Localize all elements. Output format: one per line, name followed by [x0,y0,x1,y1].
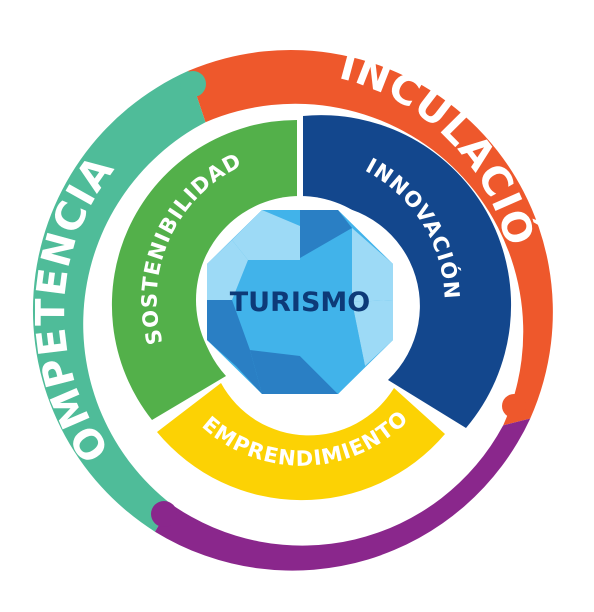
center-gem: TURISMO [196,196,404,404]
outer-segment-vinculacion [188,49,553,426]
puzzle-tab-top [180,71,206,97]
outer-segment-competencias [32,70,206,532]
outer-ring [32,49,553,571]
center-label: TURISMO [230,287,370,318]
inner-segment-emprendimiento [157,383,445,501]
puzzle-tab-bottom-left [151,501,177,527]
outer-label-competencias: COMPETENCIAS [0,0,123,470]
inner-segment-innovacion [303,115,512,429]
puzzle-tab-right [502,394,526,418]
outer-segment-calidad [155,418,531,571]
